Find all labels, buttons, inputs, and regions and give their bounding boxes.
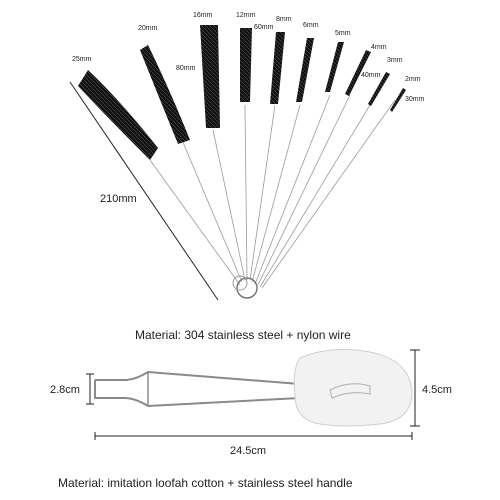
overall-length-line: [69, 81, 219, 301]
brush-head-20mm: [140, 45, 190, 144]
brush-head-16mm: [200, 25, 220, 128]
brush-head-6mm: [296, 38, 314, 102]
brush-size-2mm: 2mm: [405, 76, 421, 83]
overall-length-label: 210mm: [100, 193, 137, 205]
material-brushes-caption: Material: 304 stainless steel + nylon wi…: [135, 328, 351, 342]
brush-head-25mm: [78, 70, 158, 160]
brush-length-40mm: 40mm: [361, 72, 381, 79]
brush-head-5mm: [325, 42, 344, 92]
brush-size-12mm: 12mm: [236, 12, 256, 19]
brush-heads: [78, 25, 406, 160]
brush-size-6mm: 6mm: [303, 22, 319, 29]
brush-size-5mm: 5mm: [335, 30, 351, 37]
brush-size-16mm: 16mm: [193, 12, 213, 19]
brush-size-25mm: 25mm: [72, 56, 92, 63]
brush-wires: [149, 94, 396, 289]
sponge-handle-wire: [94, 370, 301, 408]
material-sponge-caption: Material: imitation loofah cotton + stai…: [58, 476, 353, 490]
brush-length-60mm: 60mm: [254, 24, 274, 31]
sponge-length-label: 24.5cm: [230, 445, 267, 457]
brush-size-3mm: 3mm: [387, 57, 403, 64]
brush-head-2mm: [390, 88, 406, 112]
sponge-brush-drawing: [94, 349, 413, 427]
brush-head-4mm: [345, 50, 371, 96]
key-ring-inner: [232, 275, 248, 291]
key-ring: [236, 277, 258, 299]
sponge-head: [293, 349, 413, 427]
brush-size-8mm: 8mm: [276, 16, 292, 23]
brush-head-8mm: [270, 32, 285, 104]
brush-length-80mm: 80mm: [176, 65, 196, 72]
brush-size-4mm: 4mm: [371, 44, 387, 51]
brush-length-30mm: 30mm: [405, 96, 425, 103]
sponge-height-label: 4.5cm: [422, 384, 452, 396]
brush-head-3mm: [368, 72, 390, 106]
sponge-width-label: 2.8cm: [50, 384, 80, 396]
sponge-inner-wire: [329, 383, 371, 399]
brush-size-20mm: 20mm: [138, 25, 158, 32]
brush-head-12mm: [240, 28, 252, 102]
